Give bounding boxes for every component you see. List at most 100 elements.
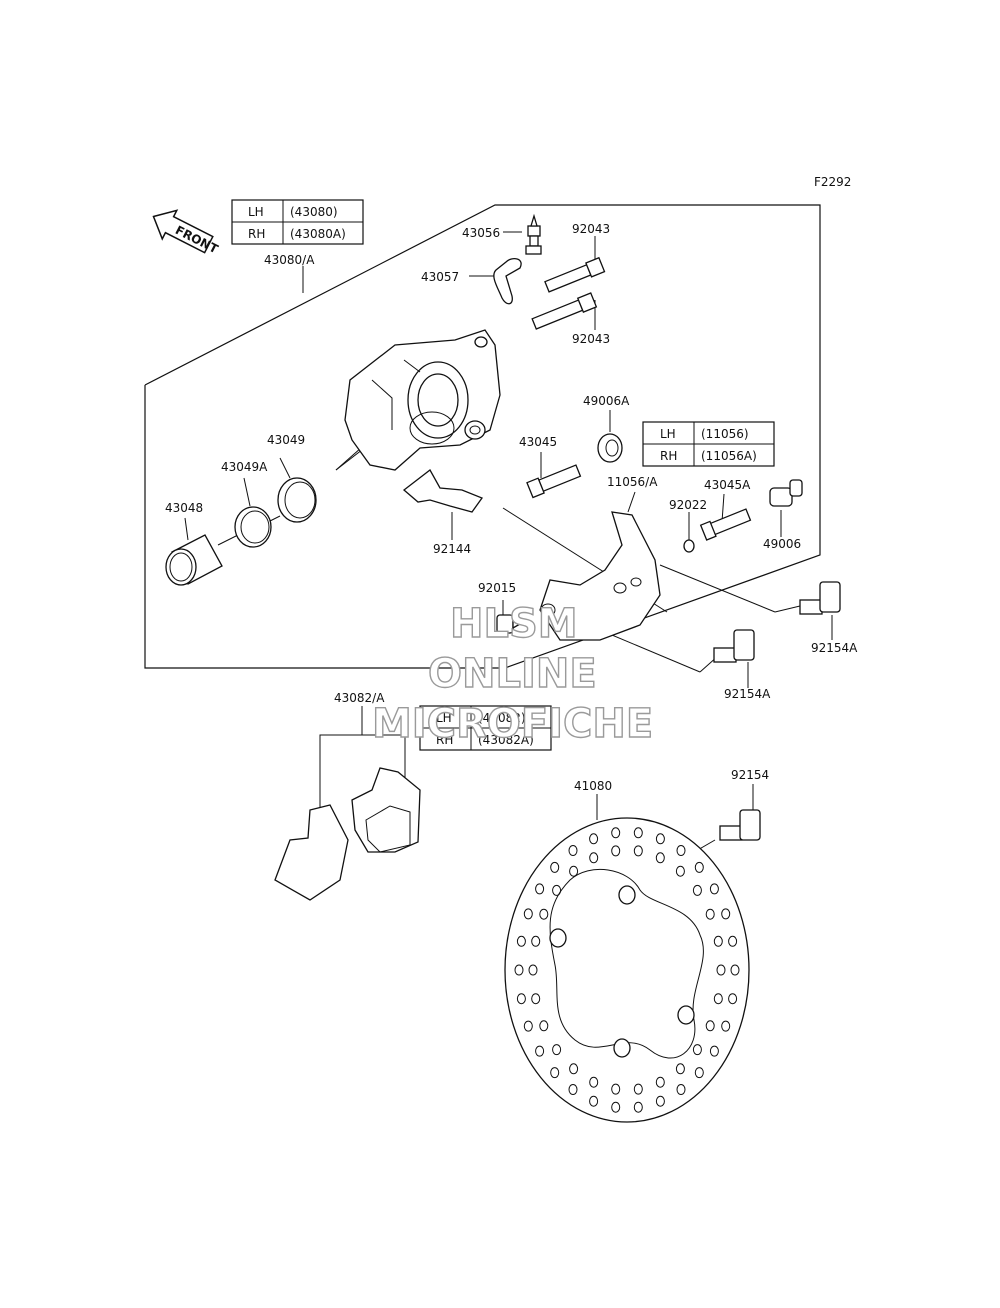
disc-hole — [569, 1063, 579, 1075]
label-43056: 43056 — [462, 226, 500, 240]
pin-43045 — [526, 464, 582, 499]
label-49006A: 49006A — [583, 394, 630, 408]
disc-hole — [528, 964, 538, 976]
label-92144: 92144 — [433, 542, 471, 556]
seal-43049 — [277, 477, 317, 523]
label-43057: 43057 — [421, 270, 459, 284]
disc-hole — [611, 1101, 621, 1113]
disc-hole — [705, 1020, 715, 1032]
spring-clip-92144 — [402, 469, 484, 513]
disc-hole — [569, 865, 579, 877]
disc-hole — [633, 1101, 643, 1113]
label-92022: 92022 — [669, 498, 707, 512]
disc-hole — [655, 833, 665, 845]
disc-hole — [728, 935, 738, 947]
label-92043-lower: 92043 — [572, 332, 610, 346]
disc-hole — [694, 861, 704, 873]
disc-hole — [514, 964, 524, 976]
disc-mount-hole — [618, 885, 636, 905]
disc-hole — [709, 1045, 719, 1057]
bracket-lh-label: LH — [660, 427, 676, 441]
disc-mount-hole — [613, 1038, 631, 1058]
boot-49006A — [597, 433, 623, 463]
disc-hole — [611, 1083, 621, 1095]
caliper-bracket-11056 — [539, 511, 661, 641]
seal-43049A — [234, 506, 272, 548]
disc-mount-hole — [549, 928, 567, 948]
disc-hole — [676, 845, 686, 856]
caliper-assembly-frame — [144, 204, 821, 669]
disc-hole — [531, 993, 541, 1005]
disc-hole — [675, 1063, 685, 1075]
boot-49006 — [769, 479, 803, 507]
label-43045: 43045 — [519, 435, 557, 449]
label-43049A: 43049A — [221, 460, 268, 474]
disc-hole — [516, 993, 526, 1005]
caliper-rh-label: RH — [248, 227, 265, 241]
disc-hole — [550, 1067, 560, 1079]
disc-hole — [611, 827, 621, 839]
disc-hole — [692, 1044, 702, 1056]
disc-hole — [568, 845, 578, 856]
label-43045A: 43045A — [704, 478, 751, 492]
label-43049: 43049 — [267, 433, 305, 447]
disc-hole — [539, 1020, 549, 1032]
label-43080: 43080/A — [264, 253, 315, 267]
disc-hole — [535, 1045, 545, 1057]
label-49006: 49006 — [763, 537, 801, 551]
caliper-table: LH (43080) RH (43080A) — [231, 199, 364, 245]
pin-43045A — [699, 508, 752, 541]
leader-lines — [184, 231, 833, 889]
disc-hole — [516, 935, 526, 947]
disc-hole — [713, 935, 723, 947]
brake-pads-43082 — [274, 767, 421, 901]
disc-bolt-92154 — [719, 809, 761, 841]
disc-hole — [552, 884, 562, 896]
disc-hole — [694, 1067, 704, 1079]
disc-hole — [633, 827, 643, 839]
watermark: HLSM ONLINE MICROFICHE — [371, 600, 654, 747]
label-11056: 11056/A — [607, 475, 658, 489]
caliper-rh-code: (43080A) — [290, 227, 346, 241]
bracket-rh-code: (11056A) — [701, 449, 757, 463]
disc-hole — [709, 883, 719, 895]
disc-hole — [552, 1044, 562, 1056]
slide-pin-92043-lower — [531, 292, 598, 330]
disc-hole — [611, 845, 621, 857]
caliper-lh-code: (43080) — [290, 205, 338, 219]
disc-hole — [655, 1076, 665, 1088]
disc-hole — [730, 964, 740, 976]
bleeder-92015 — [496, 614, 522, 634]
disc-hole — [550, 861, 560, 873]
brake-disc-41080 — [504, 817, 750, 1123]
disc-hole — [523, 908, 533, 920]
disc-hole — [705, 908, 715, 920]
disc-hole — [589, 1095, 599, 1107]
disc-hole — [523, 1020, 533, 1032]
watermark-line-3: MICROFICHE — [372, 701, 653, 747]
disc-hole — [539, 908, 549, 920]
disc-hole — [633, 845, 643, 857]
caliper-lh-label: LH — [248, 205, 264, 219]
disc-hole — [633, 1083, 643, 1095]
label-43082: 43082/A — [334, 691, 385, 705]
pads-lh-label: LH — [436, 711, 452, 725]
figure-code: F2292 — [814, 175, 851, 189]
disc-hole — [728, 993, 738, 1005]
disc-mount-hole — [677, 1005, 695, 1025]
bracket-rh-label: RH — [660, 449, 677, 463]
cap-43057 — [493, 257, 522, 305]
disc-hole — [692, 884, 702, 896]
disc-hole — [713, 993, 723, 1005]
label-43048: 43048 — [165, 501, 203, 515]
disc-hole — [655, 1095, 665, 1107]
disc-hole — [655, 852, 665, 864]
disc-hole — [675, 865, 685, 877]
bleeder-valve-43056 — [525, 213, 542, 255]
bolt-92154A-lower — [713, 629, 755, 663]
disc-hole — [716, 964, 726, 976]
disc-hole — [589, 1076, 599, 1088]
caliper-body — [344, 329, 501, 471]
bolt-92154A-upper — [799, 581, 841, 615]
